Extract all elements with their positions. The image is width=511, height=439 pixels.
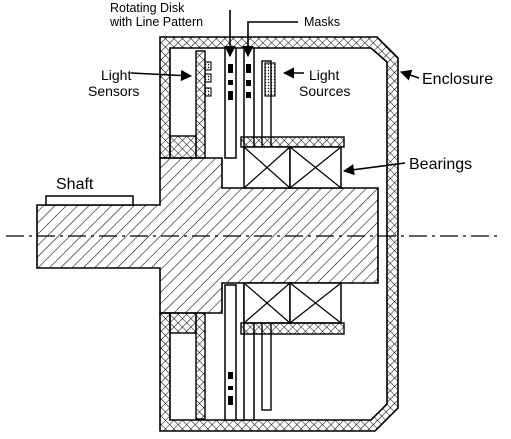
shaft-label: Shaft <box>56 176 94 193</box>
disk-line <box>228 64 233 73</box>
sensor-plate-lower <box>196 313 205 419</box>
light-sources-label-2: Sources <box>299 83 350 99</box>
light-sources-label: Light <box>309 67 339 83</box>
bearing-lower-race <box>241 323 344 334</box>
disk-line <box>228 91 233 100</box>
light-sensors-label: Light <box>101 67 131 83</box>
enclosure-label: Enclosure <box>422 71 493 88</box>
rotating-disk-label-2: with Line Pattern <box>109 15 203 29</box>
bearing-upper-race <box>241 137 344 147</box>
light-sensor <box>205 74 211 82</box>
bearings-label: Bearings <box>409 156 472 173</box>
light-sensor <box>205 62 211 70</box>
light-sensors-label-2: Sensors <box>88 83 139 99</box>
light-sensor <box>205 88 211 96</box>
enclosure-upper-pad <box>170 136 196 158</box>
disk-line <box>228 372 233 379</box>
enclosure-arrow <box>401 72 419 78</box>
disk-line <box>228 396 233 405</box>
enclosure-lower-pad <box>170 313 196 333</box>
sensor-plate-upper <box>196 51 205 158</box>
shaft-key <box>46 196 133 205</box>
disk-line <box>228 80 233 85</box>
mask-slot <box>246 80 251 86</box>
light-source <box>265 63 275 96</box>
mask-slot <box>246 64 251 73</box>
masks-label: Masks <box>304 15 340 29</box>
disk-line <box>228 386 233 390</box>
rotating-disk-label: Rotating Disk <box>110 1 185 15</box>
mask-slot <box>246 92 251 98</box>
